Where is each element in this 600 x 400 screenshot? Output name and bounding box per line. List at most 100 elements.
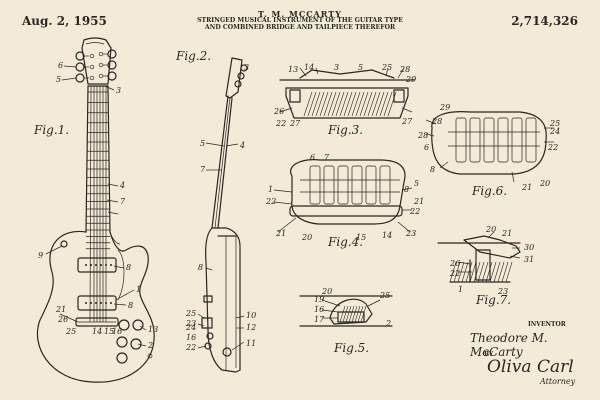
hatch-line [505, 261, 513, 283]
saddle [497, 117, 509, 163]
reference-number: 21 [501, 229, 512, 238]
reference-number: 1 [136, 285, 141, 294]
reference-number: 11 [246, 339, 256, 348]
reference-number: 17 [314, 315, 325, 324]
reference-number: 14 [92, 327, 102, 336]
reference-number: 25 [381, 63, 392, 72]
hatch-line [379, 91, 389, 117]
fig3-caption: Fig.3. [327, 123, 363, 137]
reference-number: 26 [449, 259, 460, 268]
title-line-1: STRINGED MUSICAL INSTRUMENT OF THE GUITA… [197, 17, 403, 24]
reference-number: 22 [275, 119, 286, 128]
control-knobs [116, 319, 144, 364]
reference-number: 10 [246, 311, 256, 320]
saddle [469, 117, 481, 163]
side-headstock [225, 57, 243, 99]
strings [89, 85, 107, 323]
hatch-line [367, 91, 377, 117]
reference-number: 7 [120, 197, 126, 206]
reference-number: 23 [185, 319, 196, 328]
hatch-line [339, 91, 349, 117]
hatch-line [497, 261, 505, 283]
hatch-line [315, 91, 325, 117]
reference-number: 22 [409, 207, 420, 216]
reference-number: 20 [485, 225, 496, 234]
hatch-line [387, 91, 397, 117]
saddle [351, 165, 363, 205]
hatch-line [345, 305, 352, 323]
hatch-line [351, 305, 358, 323]
neck-outline [85, 85, 111, 233]
reference-number: 27 [289, 119, 301, 128]
hatch-line [348, 305, 355, 323]
toggle-switch [60, 240, 68, 248]
inventor-label: INVENTOR [528, 321, 566, 328]
hatch-line [307, 91, 317, 117]
hatch-line [355, 91, 365, 117]
reference-number: 30 [524, 243, 534, 252]
saddle [379, 165, 391, 205]
reference-number: 24 [185, 323, 196, 332]
hatch-line [473, 261, 481, 283]
reference-number: 5 [200, 139, 205, 148]
reference-number: 29 [405, 75, 416, 84]
hatch-line [485, 261, 493, 283]
hatch-line [342, 305, 349, 323]
tuner-pegs-right [103, 49, 117, 81]
reference-number: 5 [414, 179, 419, 188]
bridge-tailpiece [75, 317, 119, 327]
hatch-line [363, 91, 373, 117]
reference-number: 21 [55, 305, 66, 314]
fig1-caption: Fig.1. [33, 123, 69, 137]
frets [85, 91, 111, 250]
fig3-bridge-body [285, 87, 409, 119]
hatch-line [383, 91, 393, 117]
reference-number: 5 [56, 75, 61, 84]
reference-number: 28 [417, 131, 428, 140]
reference-number: 21 [521, 183, 532, 192]
hatch-line [360, 305, 367, 323]
fig5-caption: Fig.5. [333, 341, 369, 355]
reference-number: 27 [401, 117, 413, 126]
reference-number: 25 [65, 327, 76, 336]
inventor-header: T. M. MCCARTY [258, 9, 342, 19]
hatch-line [351, 91, 361, 117]
reference-number: 6 [424, 143, 429, 152]
reference-number: 13 [288, 65, 298, 74]
reference-number: 4 [119, 181, 125, 190]
reference-number: 21 [275, 229, 286, 238]
attorney-signature: Oliva Carl [487, 357, 574, 377]
saddle [365, 165, 377, 205]
reference-number: 20 [301, 233, 312, 242]
reference-number: 15 [356, 233, 366, 242]
hatch-line [371, 91, 381, 117]
side-body [205, 227, 241, 373]
hatch-line [489, 261, 497, 283]
hatch-line [331, 91, 341, 117]
hatch-line [339, 305, 346, 323]
fig2-caption: Fig.2. [175, 49, 211, 63]
guitar-body-outline [36, 230, 155, 383]
saddle [323, 165, 335, 205]
hatch-line [323, 91, 333, 117]
reference-number: 3 [334, 63, 339, 72]
reference-number: 3 [244, 63, 249, 72]
hatch-line [303, 91, 313, 117]
reference-number: 8 [198, 263, 203, 272]
hatch-line [477, 261, 485, 283]
reference-number: 1 [268, 185, 273, 194]
reference-number: 25 [379, 291, 390, 300]
saddle [455, 117, 467, 163]
inventor-signature: Theodore M. McCarty [470, 331, 548, 359]
reference-number: 25 [185, 309, 196, 318]
